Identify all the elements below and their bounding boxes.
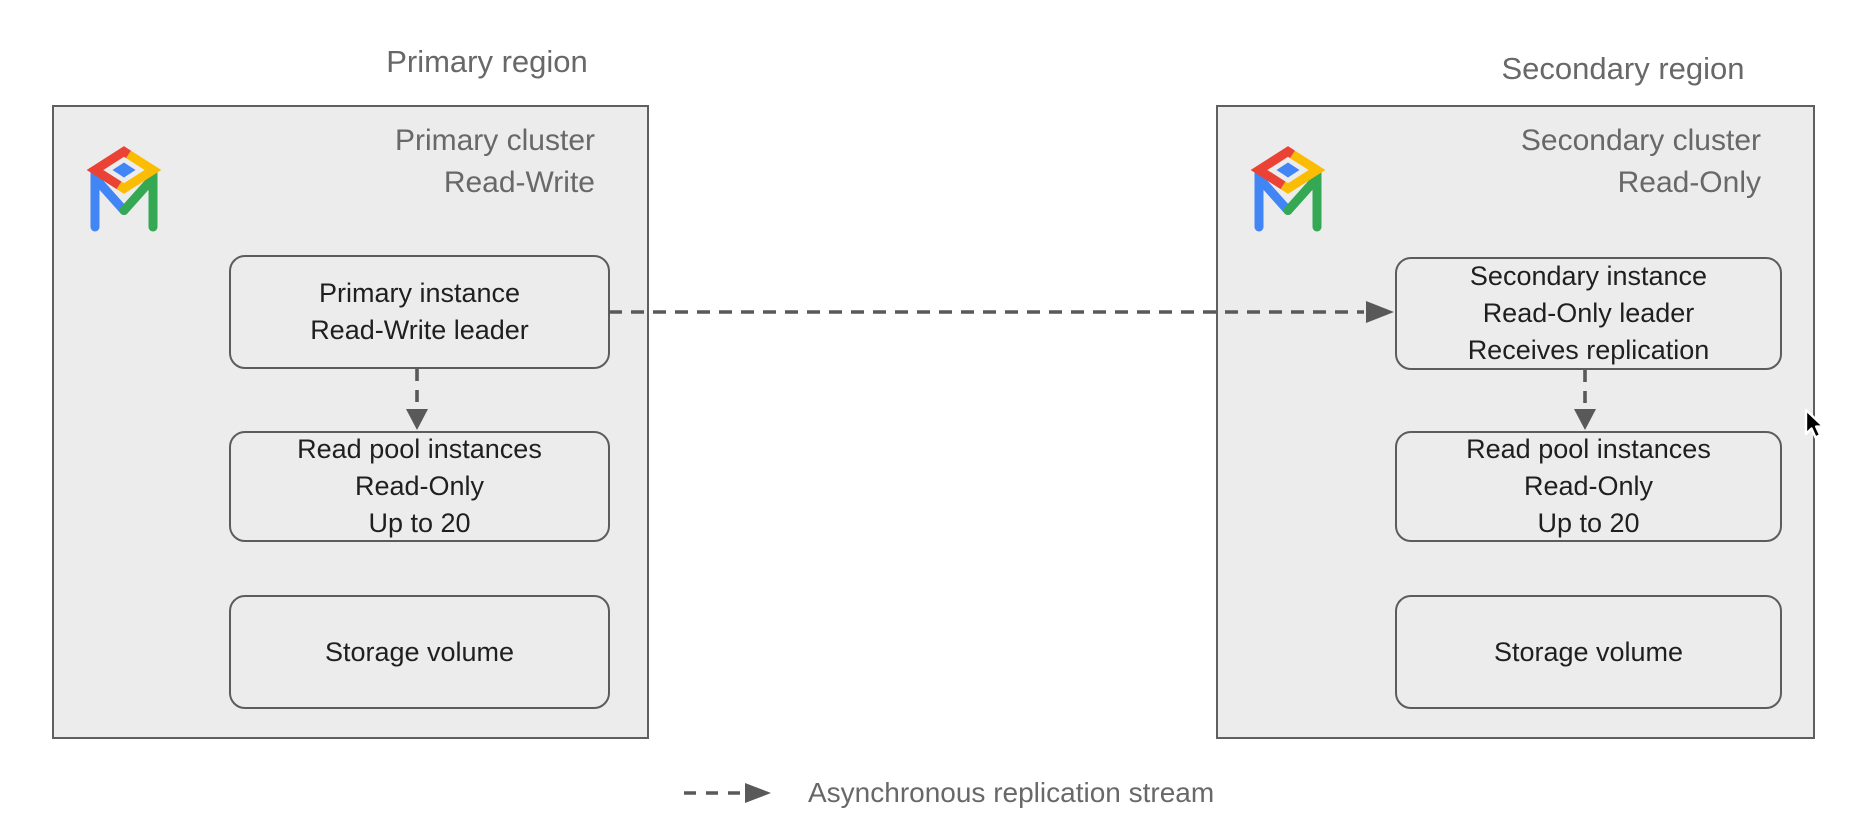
node-label-line: Read-Only leader: [1482, 298, 1695, 328]
cluster-title-line: Primary cluster: [394, 124, 595, 157]
legend-label: Asynchronous replication stream: [808, 777, 1215, 808]
alloydb-icon: [1250, 146, 1326, 232]
cluster-title-line: Read-Only: [1617, 166, 1761, 199]
node-label-line: Secondary instance: [1469, 261, 1708, 291]
node-label-line: Primary instance: [318, 278, 521, 308]
legend-dashed-arrow: [684, 783, 771, 803]
primary-storage-box: Storage volume: [229, 595, 610, 709]
secondary-cluster-box: Secondary cluster Read-Only Secondary in…: [1216, 105, 1815, 739]
secondary-region-label: Secondary region: [1501, 51, 1745, 86]
primary-region-label: Primary region: [386, 44, 588, 79]
node-label-line: Read pool instances: [1466, 434, 1711, 464]
node-label-line: Up to 20: [368, 508, 471, 538]
node-label-line: Storage volume: [1493, 636, 1684, 667]
primary-instance-box: Primary instance Read-Write leader: [229, 255, 610, 369]
secondary-instance-box: Secondary instance Read-Only leader Rece…: [1395, 257, 1782, 370]
primary-cluster-title: Primary cluster Read-Write: [395, 120, 595, 204]
alloydb-icon: [86, 146, 162, 232]
node-label-line: Read pool instances: [297, 434, 542, 464]
node-label-line: Storage volume: [324, 636, 515, 667]
secondary-read-pool-box: Read pool instances Read-Only Up to 20: [1395, 431, 1782, 542]
primary-cluster-box: Primary cluster Read-Write Primary insta…: [52, 105, 649, 739]
primary-read-pool-box: Read pool instances Read-Only Up to 20: [229, 431, 610, 542]
node-label-line: Up to 20: [1537, 508, 1640, 538]
node-label-line: Read-Write leader: [310, 315, 529, 345]
cluster-title-line: Secondary cluster: [1520, 124, 1761, 157]
node-label-line: Receives replication: [1467, 335, 1710, 365]
node-label-line: Read-Only: [354, 471, 485, 501]
secondary-cluster-title: Secondary cluster Read-Only: [1521, 120, 1761, 204]
secondary-storage-box: Storage volume: [1395, 595, 1782, 709]
node-label-line: Read-Only: [1523, 471, 1654, 501]
cluster-title-line: Read-Write: [443, 166, 595, 199]
